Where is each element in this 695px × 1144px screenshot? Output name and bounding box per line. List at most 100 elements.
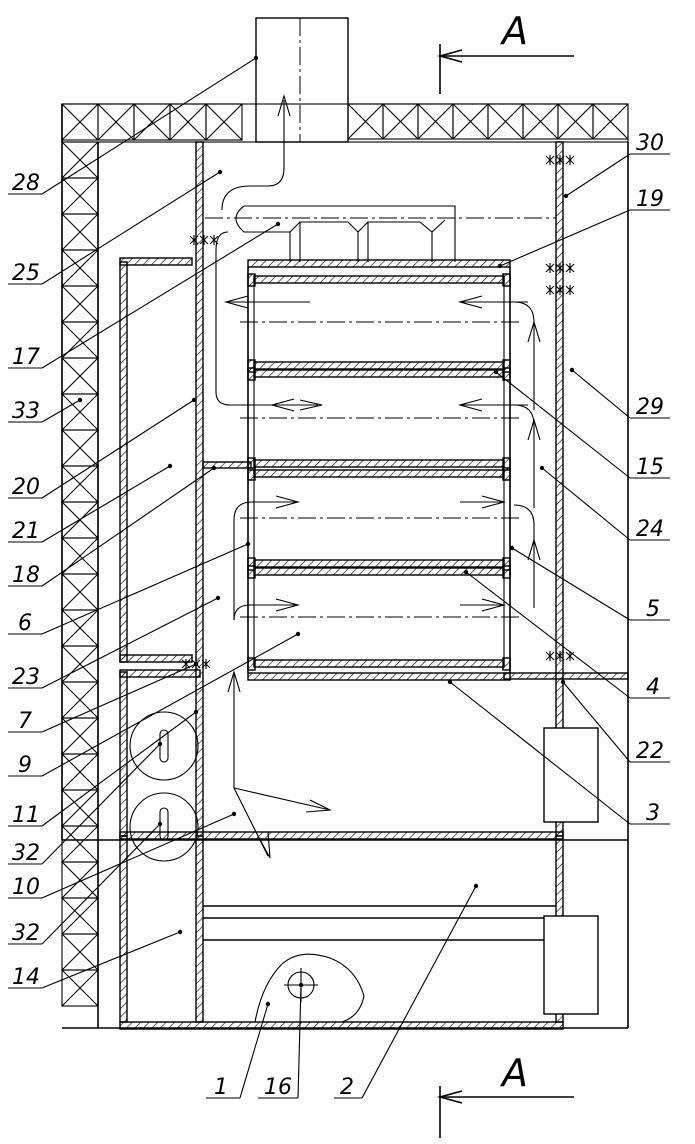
leader-dot bbox=[253, 55, 259, 61]
leader-line bbox=[41, 931, 181, 989]
leader-line bbox=[41, 743, 161, 865]
leader-line bbox=[297, 984, 302, 1099]
leader-dot bbox=[275, 221, 281, 227]
leader-line bbox=[41, 663, 197, 733]
leader-dot bbox=[563, 193, 569, 199]
tube-wall-top bbox=[253, 469, 505, 478]
reference-label-7: 7 bbox=[18, 709, 32, 734]
leader-line bbox=[41, 399, 81, 423]
leader-dot bbox=[497, 263, 503, 269]
leader-line bbox=[495, 371, 631, 479]
tube-wall-bottom bbox=[253, 659, 505, 668]
reference-label-32b: 32 bbox=[12, 921, 40, 946]
leader-line bbox=[465, 571, 631, 699]
reference-label-19: 19 bbox=[636, 187, 664, 212]
reference-label-6: 6 bbox=[18, 611, 32, 636]
weld-marks bbox=[181, 155, 575, 669]
leader-line bbox=[571, 369, 631, 419]
leader-dot bbox=[473, 883, 479, 889]
leader-dot bbox=[167, 463, 173, 469]
reference-label-2: 2 bbox=[340, 1075, 354, 1100]
chimney bbox=[255, 17, 349, 143]
leader-line bbox=[562, 681, 631, 763]
leader-line bbox=[41, 823, 161, 945]
leader-dot bbox=[560, 679, 566, 685]
leader-line bbox=[41, 813, 235, 899]
tube-wall-top bbox=[253, 369, 505, 378]
reference-label-21: 21 bbox=[12, 519, 40, 544]
leader-dot bbox=[245, 541, 251, 547]
leader-dot bbox=[298, 982, 304, 988]
leader-line bbox=[541, 467, 631, 541]
leader-lines bbox=[8, 55, 670, 1099]
reference-label-18: 18 bbox=[12, 563, 40, 588]
leader-line bbox=[449, 681, 631, 825]
tube-wall-top bbox=[253, 275, 505, 284]
grate bbox=[62, 835, 629, 1030]
leader-line bbox=[41, 597, 219, 689]
reference-label-14: 14 bbox=[12, 965, 40, 990]
reference-label-5: 5 bbox=[646, 597, 660, 622]
leader-dot bbox=[157, 741, 163, 747]
leader-dot bbox=[191, 397, 197, 403]
leader-line bbox=[41, 171, 221, 285]
leader-dot bbox=[539, 465, 545, 471]
leader-dot bbox=[265, 1001, 271, 1007]
leader-dot bbox=[463, 569, 469, 575]
reference-label-30: 30 bbox=[636, 131, 664, 156]
leader-dot bbox=[157, 821, 163, 827]
outer-casing bbox=[61, 103, 629, 841]
reference-label-15: 15 bbox=[636, 455, 664, 480]
tube-wall-bottom bbox=[253, 361, 505, 370]
leader-line bbox=[361, 885, 477, 1099]
flow-arrows bbox=[215, 94, 541, 859]
leader-line bbox=[511, 547, 631, 621]
leader-dot bbox=[193, 661, 199, 667]
top-manifold bbox=[205, 205, 556, 262]
leader-dot bbox=[447, 679, 453, 685]
reference-label-25: 25 bbox=[12, 261, 40, 286]
reference-label-11: 11 bbox=[12, 803, 40, 828]
tube-wall-bottom bbox=[253, 559, 505, 568]
reference-label-10: 10 bbox=[12, 875, 40, 900]
reference-label-9: 9 bbox=[18, 753, 32, 778]
leader-dot bbox=[295, 631, 301, 637]
leader-line bbox=[239, 1003, 269, 1099]
reference-label-33: 33 bbox=[12, 399, 40, 424]
section-label-top: A bbox=[499, 9, 528, 53]
leader-line bbox=[41, 57, 257, 195]
leader-line bbox=[565, 153, 631, 197]
reference-label-24: 24 bbox=[636, 517, 664, 542]
section-label-bottom: A bbox=[499, 1051, 528, 1095]
reference-label-23: 23 bbox=[12, 665, 40, 690]
heat-exchanger-tubes bbox=[240, 267, 520, 673]
leader-dot bbox=[231, 811, 237, 817]
insulation-layer bbox=[61, 103, 629, 1007]
reference-label-3: 3 bbox=[646, 801, 660, 826]
reference-label-20: 20 bbox=[12, 475, 40, 500]
leader-line bbox=[41, 223, 279, 369]
leader-dot bbox=[215, 595, 221, 601]
leader-line bbox=[499, 209, 631, 267]
control-blocks bbox=[543, 727, 599, 1015]
leader-dot bbox=[569, 367, 575, 373]
reference-label-17: 17 bbox=[12, 345, 40, 370]
leader-line bbox=[41, 633, 299, 777]
reference-label-29: 29 bbox=[636, 395, 664, 420]
leader-dot bbox=[217, 169, 223, 175]
section-mark-top: A bbox=[436, 9, 574, 94]
leader-line bbox=[41, 711, 197, 827]
reference-label-1: 1 bbox=[214, 1075, 228, 1100]
leader-line bbox=[41, 399, 195, 499]
reference-label-4: 4 bbox=[646, 675, 660, 700]
leader-dot bbox=[509, 545, 515, 551]
leader-dot bbox=[177, 929, 183, 935]
leader-dot bbox=[193, 709, 199, 715]
section-mark-bottom: A bbox=[436, 1051, 574, 1138]
reference-label-16: 16 bbox=[264, 1075, 292, 1100]
leader-dot bbox=[493, 369, 499, 375]
reference-label-22: 22 bbox=[636, 739, 664, 764]
leader-dot bbox=[211, 465, 217, 471]
